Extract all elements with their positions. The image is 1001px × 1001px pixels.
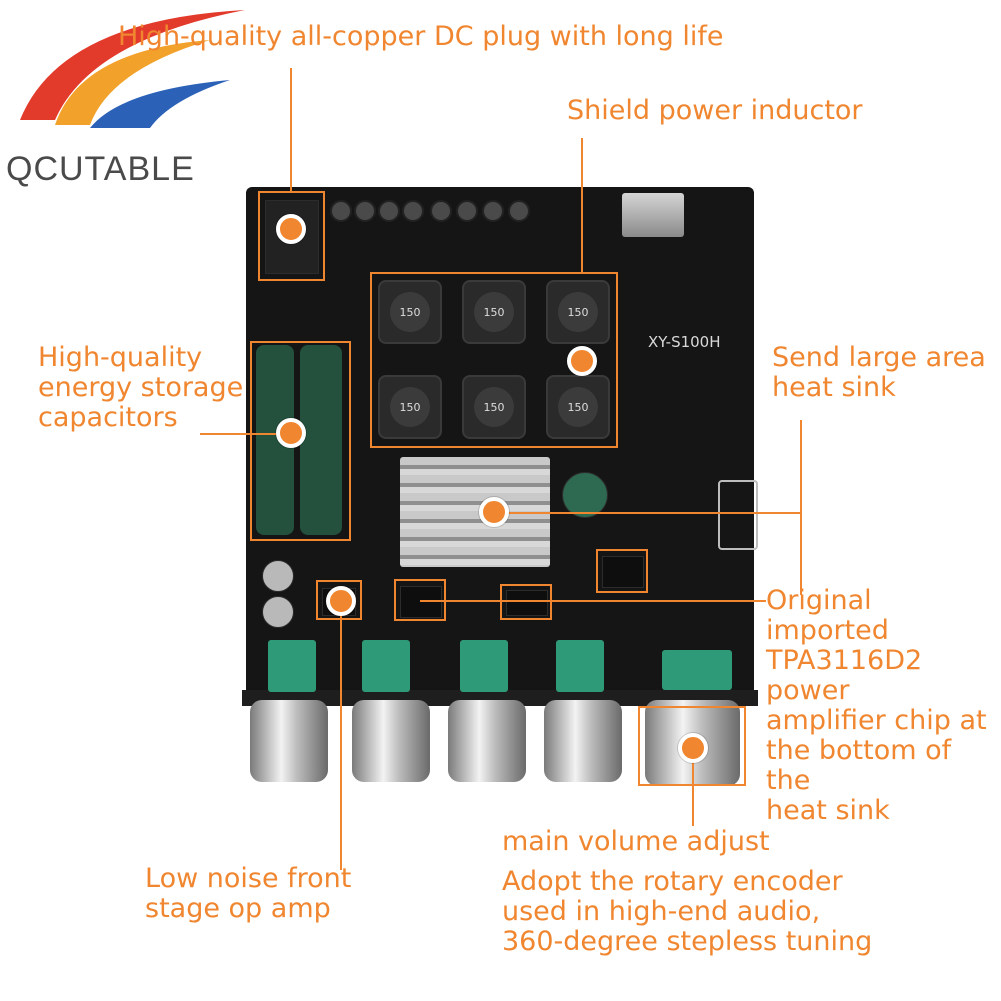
inductor: 150 <box>462 280 526 344</box>
potentiometer <box>556 640 604 692</box>
ic-chip <box>506 590 548 616</box>
encoder-base <box>662 650 732 690</box>
swoosh-logo-icon <box>20 10 245 128</box>
model-silkscreen: XY-S100H <box>648 333 721 351</box>
annotation-dc-plug: High-quality all-copper DC plug with lon… <box>118 21 724 52</box>
terminal-screw <box>430 200 452 222</box>
inductor: 150 <box>462 375 526 439</box>
marker-dot <box>479 497 509 527</box>
control-knob <box>250 700 328 782</box>
annotation-chip: Original imported TPA3116D2 power amplif… <box>766 585 987 826</box>
connector-line <box>200 433 290 435</box>
marker-dot <box>326 586 356 616</box>
highlight-dc-plug <box>258 191 325 281</box>
bluetooth-antenna-icon <box>718 480 758 550</box>
potentiometer <box>362 640 410 692</box>
annotation-op-amp: Low noise front stage op amp <box>145 863 352 924</box>
marker-dot <box>678 733 708 763</box>
annotation-heat-sink: Send large area heat sink <box>772 342 986 403</box>
connector-line <box>692 750 694 826</box>
capacitor <box>300 345 342 535</box>
highlight-op-amp <box>316 580 362 620</box>
connector-line <box>420 600 766 602</box>
control-knob <box>352 700 430 782</box>
terminal-screw <box>354 200 376 222</box>
highlight-inductors <box>370 272 618 448</box>
marker-dot <box>276 418 306 448</box>
small-capacitor <box>562 472 608 518</box>
usb-port <box>622 193 684 237</box>
connector-line <box>290 68 292 191</box>
brand-logo: QCUTABLE <box>0 0 250 190</box>
potentiometer <box>268 640 316 692</box>
control-knob <box>544 700 622 782</box>
terminal-screw <box>456 200 478 222</box>
annotation-capacitors: High-quality energy storage capacitors <box>38 342 244 433</box>
small-capacitor <box>262 596 294 628</box>
small-capacitor <box>262 560 294 592</box>
brand-name: QCUTABLE <box>6 150 195 188</box>
terminal-screw <box>482 200 504 222</box>
potentiometer <box>460 640 508 692</box>
ic-chip <box>400 586 442 618</box>
connector-line <box>800 420 802 595</box>
inductor: 150 <box>546 280 610 344</box>
connector-line <box>340 600 342 870</box>
highlight-chip <box>596 549 648 593</box>
control-knob <box>448 700 526 782</box>
annotation-encoder: Adopt the rotary encoder used in high-en… <box>502 866 873 957</box>
inductor: 150 <box>546 375 610 439</box>
terminal-screw <box>508 200 530 222</box>
ic-chip <box>602 556 644 588</box>
marker-dot <box>567 346 597 376</box>
terminal-screw <box>402 200 424 222</box>
terminal-screw <box>330 200 352 222</box>
terminal-screw <box>378 200 400 222</box>
annotation-inductor: Shield power inductor <box>567 95 863 126</box>
connector-line <box>494 512 800 514</box>
highlight-capacitors <box>250 341 351 541</box>
inductor: 150 <box>378 375 442 439</box>
highlight-chip <box>500 584 552 620</box>
marker-dot <box>276 214 306 244</box>
connector-line <box>581 138 583 272</box>
inductor: 150 <box>378 280 442 344</box>
annotation-volume: main volume adjust <box>502 826 770 857</box>
